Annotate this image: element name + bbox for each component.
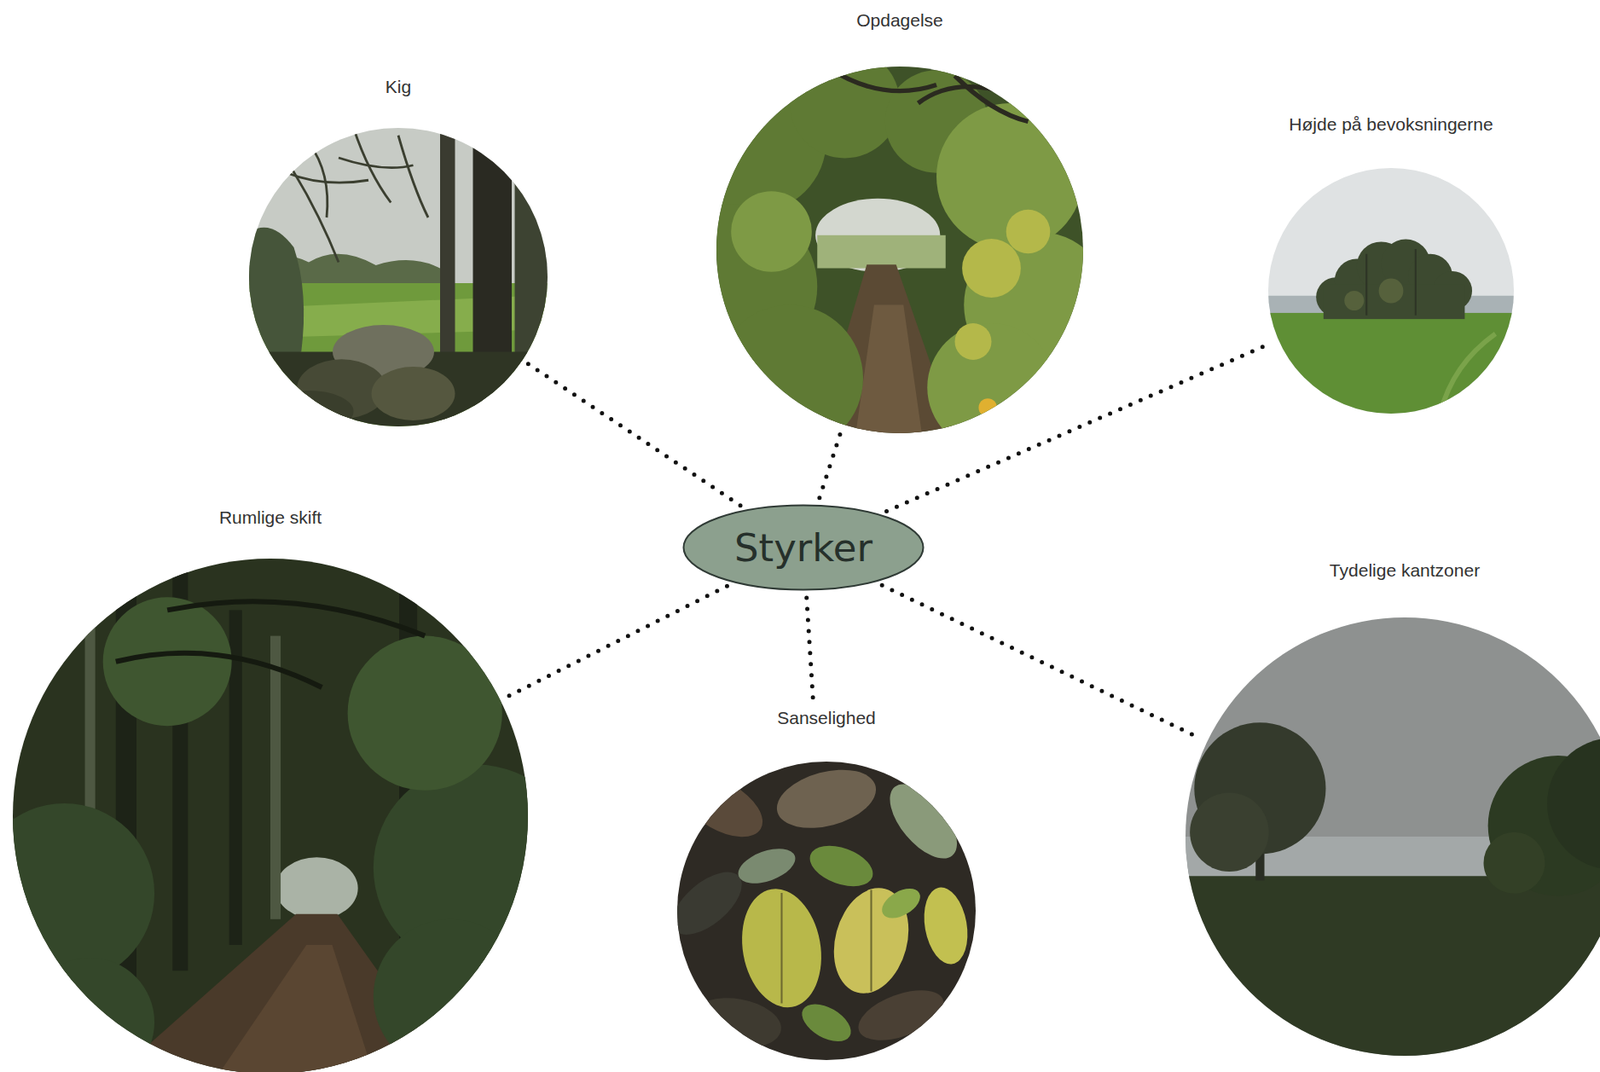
circle-label: Kig [249,75,548,99]
photo-frame [249,127,548,427]
photo-frame [12,558,528,1072]
photo-image [1185,617,1600,1056]
landscape-photo [12,558,528,1072]
dotted-connector [527,364,741,506]
landscape-photo [716,66,1084,434]
circle-label: Rumlige skift [12,505,528,530]
landscape-photo [1268,168,1514,414]
photo-frame [1268,168,1514,414]
landscape-photo [1185,617,1600,1056]
photo-image [677,761,976,1061]
landscape-photo [249,127,548,427]
dotted-connector [806,597,813,698]
photo-circle: Opdagelse [716,8,1084,434]
photo-circle: Tydelige kantzoner [1185,558,1600,1056]
photo-circle: Højde på bevoksningerne [1268,112,1514,414]
photo-image [1268,168,1514,414]
photo-image [249,127,548,427]
circle-label: Sanselighed [677,706,976,731]
photo-frame [677,761,976,1061]
hub-ellipse: Styrker [682,504,925,592]
photo-image [716,66,1084,434]
photo-frame [716,66,1084,434]
dotted-connector [819,430,841,499]
circle-label: Højde på bevoksningerne [1268,112,1514,137]
hub-title: Styrker [682,504,925,571]
photo-circle: Kig [249,75,548,427]
landscape-photo [677,761,976,1061]
photo-image [12,558,528,1072]
photo-circle: Sanselighed [677,706,976,1061]
dotted-connector [881,585,1201,739]
circle-label: Tydelige kantzoner [1185,558,1600,583]
circle-label: Opdagelse [716,8,1084,33]
photo-frame [1185,617,1600,1056]
dotted-connector [506,585,728,697]
photo-circle: Rumlige skift [12,505,528,1072]
